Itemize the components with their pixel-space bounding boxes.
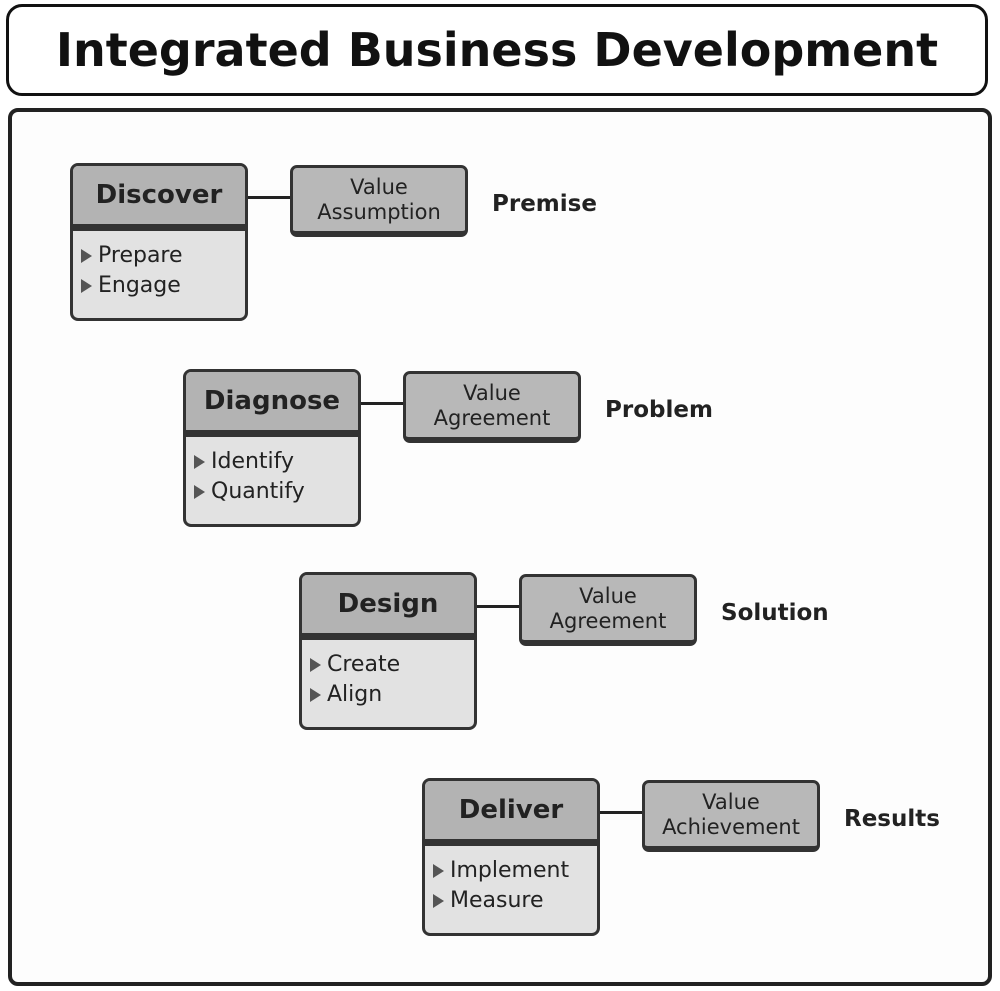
phase-step: Create	[310, 650, 474, 680]
connector-line	[361, 402, 403, 405]
value-box: Value Assumption	[290, 165, 468, 237]
phase-step: Measure	[433, 886, 597, 916]
triangle-bullet-icon	[194, 455, 205, 469]
value-box: Value Agreement	[519, 574, 697, 646]
triangle-bullet-icon	[194, 485, 205, 499]
outcome-label: Results	[844, 806, 940, 832]
phase-title: Deliver	[425, 781, 597, 846]
value-box: Value Agreement	[403, 371, 581, 443]
triangle-bullet-icon	[81, 279, 92, 293]
connector-line	[600, 811, 642, 814]
connector-line	[248, 196, 290, 199]
triangle-bullet-icon	[310, 658, 321, 672]
outcome-label: Premise	[492, 191, 597, 217]
outcome-label: Solution	[721, 600, 829, 626]
phase-step: Prepare	[81, 241, 245, 271]
phase-step: Quantify	[194, 477, 358, 507]
triangle-bullet-icon	[81, 249, 92, 263]
phase-step: Identify	[194, 447, 358, 477]
value-box: Value Achievement	[642, 780, 820, 852]
phase-title: Design	[302, 575, 474, 640]
phase-step: Align	[310, 680, 474, 710]
connector-line	[477, 605, 519, 608]
outcome-label: Problem	[605, 397, 713, 423]
title-box: Integrated Business Development	[6, 4, 988, 96]
phase-title: Diagnose	[186, 372, 358, 437]
page-title: Integrated Business Development	[55, 23, 939, 77]
triangle-bullet-icon	[310, 688, 321, 702]
triangle-bullet-icon	[433, 894, 444, 908]
phase-step: Implement	[433, 856, 597, 886]
triangle-bullet-icon	[433, 864, 444, 878]
phase-title: Discover	[73, 166, 245, 231]
phase-step: Engage	[81, 271, 245, 301]
